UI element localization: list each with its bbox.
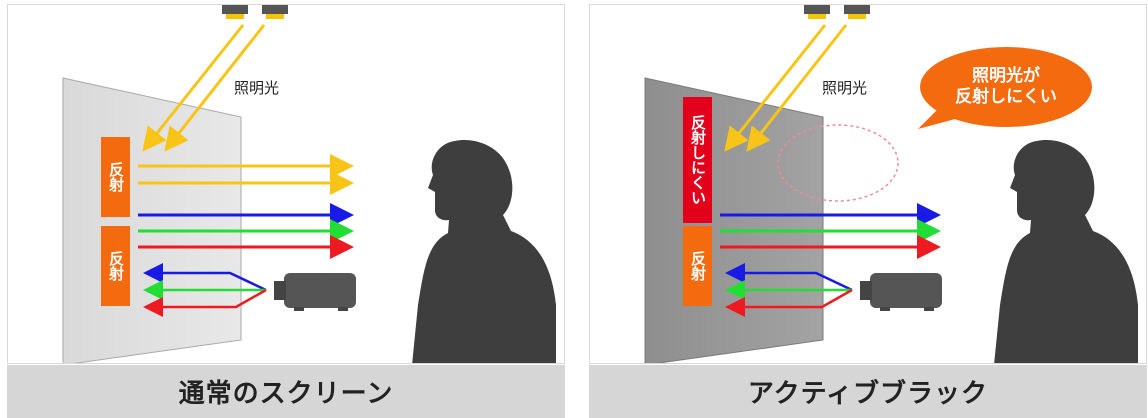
normal-screen-diagram	[62, 5, 556, 363]
reflected-rgb-rays	[720, 203, 941, 259]
reflect-label-bottom: 反射	[683, 226, 712, 306]
light-rays	[724, 24, 848, 152]
projector-icon	[860, 273, 942, 311]
screen-surface	[62, 77, 242, 363]
ceiling-lamp-icon	[804, 5, 870, 19]
reflect-weak-label: 反射しにくい	[683, 97, 712, 223]
normal-screen-illustration: 照明光 反射 反射	[7, 4, 565, 364]
light-rays	[138, 24, 354, 195]
active-black-caption: アクティブブラック	[589, 365, 1147, 418]
light-label: 照明光	[234, 79, 280, 97]
suppressed-reflection-marker	[777, 124, 899, 202]
reflect-label-bottom: 反射	[101, 226, 130, 306]
ceiling-lamp-icon	[222, 5, 288, 19]
viewer-silhouette-icon	[994, 140, 1138, 363]
caption-text: 通常のスクリーン	[178, 379, 394, 409]
viewer-silhouette-icon	[412, 140, 556, 363]
projector-icon	[274, 273, 356, 311]
reflect-label-top: 反射	[101, 137, 130, 217]
caption-text: アクティブブラック	[747, 379, 989, 409]
projector-beams	[725, 263, 853, 317]
light-label: 照明光	[822, 79, 868, 97]
active-black-diagram	[644, 5, 1138, 363]
screen-surface	[644, 77, 824, 363]
reflected-rgb-rays	[138, 203, 354, 259]
speech-bubble-icon	[918, 47, 1092, 129]
normal-screen-panel: 照明光 反射 反射 通常のスクリーン	[7, 0, 565, 418]
bubble-text: 照明光が 反射しにくい	[955, 66, 1057, 107]
normal-screen-caption: 通常のスクリーン	[7, 365, 565, 418]
active-black-illustration: 照明光 照明光が 反射しにくい 反射しにくい 反射	[589, 4, 1147, 364]
projector-beams	[143, 263, 267, 317]
active-black-panel: 照明光 照明光が 反射しにくい 反射しにくい 反射 アクティブブラック	[589, 0, 1147, 418]
